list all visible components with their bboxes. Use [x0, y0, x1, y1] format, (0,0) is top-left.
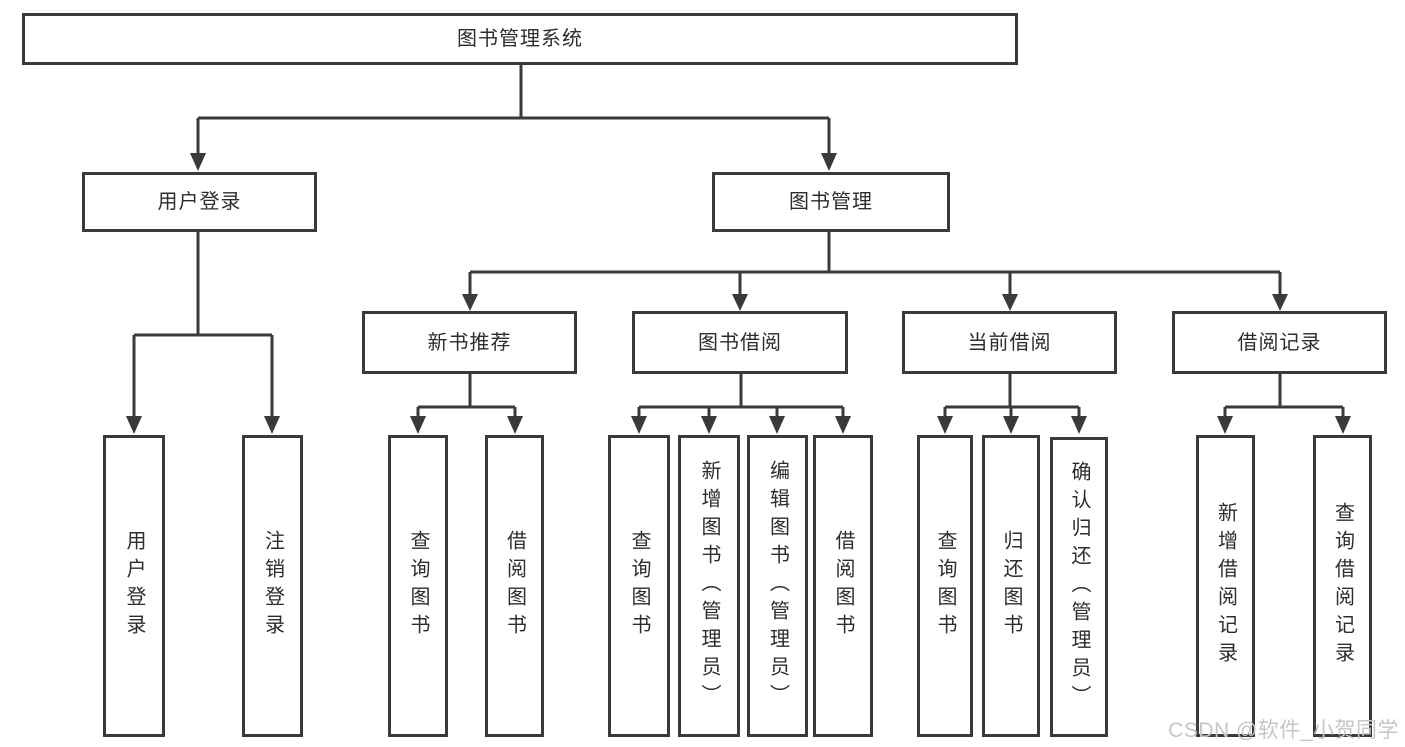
leaf-user-login: 用户登录	[103, 435, 165, 737]
node-current-borrow: 当前借阅	[902, 311, 1117, 374]
connector-book-mgmt-to-level3	[462, 232, 1288, 311]
leaf-current-query-books: 查询图书	[917, 435, 973, 737]
connector-user-login-to-leaves	[126, 232, 280, 434]
leaf-return-books: 归还图书	[982, 435, 1040, 737]
connector-new-book-rec-to-leaves	[410, 374, 523, 434]
connector-borrow-records-to-leaves	[1217, 374, 1351, 434]
node-root: 图书管理系统	[22, 13, 1018, 65]
leaf-rec-borrow-books: 借阅图书	[485, 435, 544, 737]
leaf-query-borrow-record: 查询借阅记录	[1313, 435, 1372, 737]
leaf-logout: 注销登录	[242, 435, 303, 737]
watermark: CSDN @软件_小贺同学	[1168, 719, 1399, 742]
leaf-rec-query-books: 查询图书	[388, 435, 448, 737]
leaf-borrow-query-books: 查询图书	[608, 435, 670, 737]
leaf-add-borrow-record: 新增借阅记录	[1196, 435, 1255, 737]
connector-current-borrow-to-leaves	[937, 374, 1087, 434]
leaf-edit-books-admin: 编辑图书（管理员）	[747, 435, 808, 737]
node-user-login: 用户登录	[82, 172, 317, 232]
node-borrow-records: 借阅记录	[1172, 311, 1387, 374]
connector-root-to-level2	[190, 65, 837, 171]
connector-book-borrow-to-leaves	[631, 374, 851, 434]
leaf-confirm-return-admin: 确认归还（管理员）	[1050, 437, 1108, 737]
node-book-borrow: 图书借阅	[632, 311, 848, 374]
node-book-mgmt: 图书管理	[712, 172, 950, 232]
leaf-borrow-books: 借阅图书	[813, 435, 873, 737]
node-new-book-rec: 新书推荐	[362, 311, 577, 374]
leaf-add-books-admin: 新增图书（管理员）	[678, 435, 740, 737]
